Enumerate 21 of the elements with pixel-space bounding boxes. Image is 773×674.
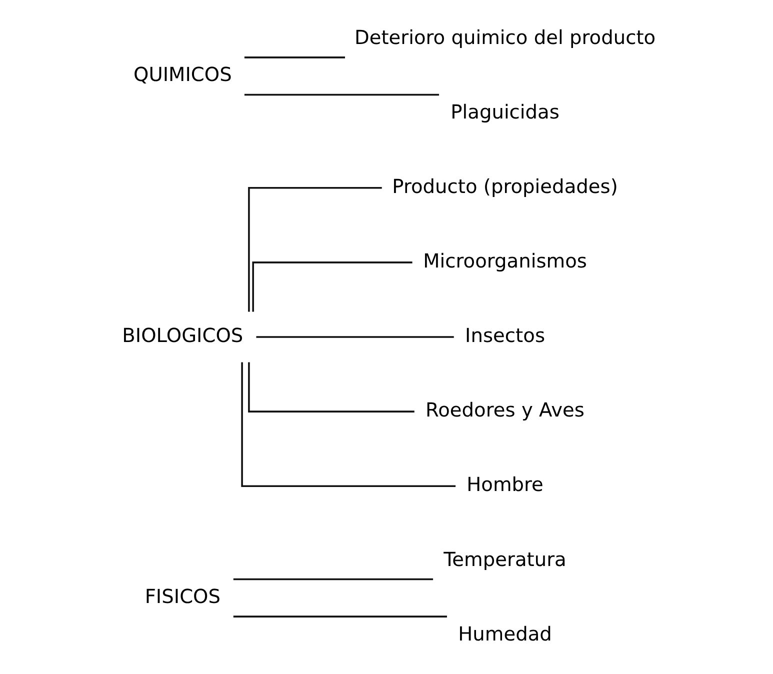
node-text: Roedores y Aves (425, 398, 584, 422)
connector (248, 187, 382, 312)
node-text: QUIMICOS (133, 63, 232, 86)
connector (232, 616, 446, 618)
node-text: FISICOS (144, 585, 220, 608)
connector (244, 56, 344, 58)
connector (240, 362, 456, 487)
node-text: Temperatura (443, 548, 566, 571)
node-text: Deterioro quimico del producto (354, 26, 656, 49)
connector (248, 362, 414, 412)
connector (252, 262, 412, 312)
connector (232, 578, 433, 580)
node-text: Hombre (466, 473, 543, 496)
node-text: Plaguicidas (450, 100, 559, 124)
node-text: BIOLOGICOS (122, 324, 243, 348)
node-text: Producto (propiedades) (392, 175, 618, 198)
node-text: Humedad (458, 622, 552, 646)
connector (244, 94, 439, 96)
connector (256, 336, 454, 338)
node-text: Microorganismos (422, 250, 586, 273)
node-text: Insectos (464, 324, 545, 348)
